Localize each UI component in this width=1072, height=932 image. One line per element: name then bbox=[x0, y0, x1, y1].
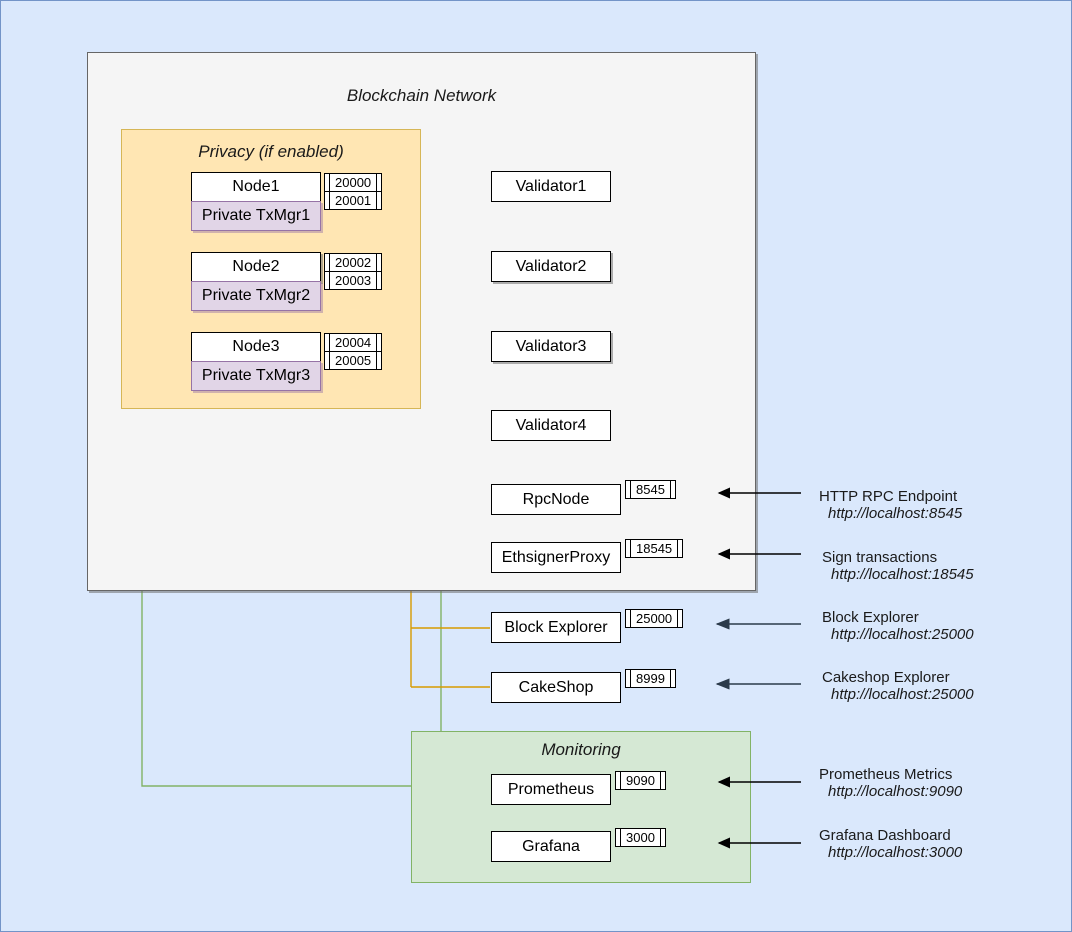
port-badge: 20005 bbox=[324, 351, 383, 370]
validator1-box[interactable]: Validator1 bbox=[491, 171, 611, 202]
privacy-title: Privacy (if enabled) bbox=[198, 142, 344, 161]
node-block-node2[interactable]: Node2 Private TxMgr2 bbox=[191, 252, 321, 311]
port-tab-icon bbox=[376, 173, 383, 192]
annotation-title: Grafana Dashboard bbox=[819, 827, 951, 844]
rpcnode-ports: 8545 bbox=[625, 480, 676, 499]
port-badge: 20001 bbox=[324, 191, 383, 210]
port-tab-icon bbox=[376, 191, 383, 210]
node2-label: Node2 bbox=[191, 252, 321, 282]
port-badge: 3000 bbox=[615, 828, 666, 847]
port-tab-icon bbox=[376, 253, 383, 272]
node1-label: Node1 bbox=[191, 172, 321, 202]
port-tab-icon bbox=[677, 539, 684, 558]
grafana-box[interactable]: Grafana bbox=[491, 831, 611, 862]
annotation-block-explorer: Block Explorer http://localhost:25000 bbox=[822, 609, 974, 643]
node2-txmgr-label: Private TxMgr2 bbox=[191, 281, 321, 311]
annotation-url[interactable]: http://localhost:9090 bbox=[828, 783, 963, 800]
port-tab-icon bbox=[376, 333, 383, 352]
port-tab-icon bbox=[677, 609, 684, 628]
annotation-title: Sign transactions bbox=[822, 549, 938, 566]
annotation-title: HTTP RPC Endpoint bbox=[819, 488, 958, 505]
block-explorer-ports: 25000 bbox=[625, 609, 684, 628]
node3-txmgr-label: Private TxMgr3 bbox=[191, 361, 321, 391]
validator2-box[interactable]: Validator2 bbox=[491, 251, 611, 282]
annotation-grafana-dashboard: Grafana Dashboard http://localhost:3000 bbox=[819, 827, 962, 861]
grafana-ports: 3000 bbox=[615, 828, 666, 847]
annotation-url[interactable]: http://localhost:25000 bbox=[831, 686, 974, 703]
annotation-cakeshop-explorer: Cakeshop Explorer http://localhost:25000 bbox=[822, 669, 974, 703]
node3-label: Node3 bbox=[191, 332, 321, 362]
port-badge: 8545 bbox=[625, 480, 676, 499]
prometheus-ports: 9090 bbox=[615, 771, 666, 790]
ethsignerproxy-box[interactable]: EthsignerProxy bbox=[491, 542, 621, 573]
node2-ports: 20002 20003 bbox=[324, 253, 383, 290]
port-tab-icon bbox=[376, 351, 383, 370]
port-tab-icon bbox=[659, 771, 666, 790]
port-badge: 18545 bbox=[625, 539, 684, 558]
validator3-box[interactable]: Validator3 bbox=[491, 331, 611, 362]
port-tab-icon bbox=[669, 480, 676, 499]
blockchain-network-title: Blockchain Network bbox=[346, 86, 497, 105]
annotation-title: Block Explorer bbox=[822, 609, 919, 626]
annotation-prometheus-metrics: Prometheus Metrics http://localhost:9090 bbox=[819, 766, 962, 800]
block-explorer-box[interactable]: Block Explorer bbox=[491, 612, 621, 643]
annotation-url[interactable]: http://localhost:25000 bbox=[831, 626, 974, 643]
port-tab-icon bbox=[659, 828, 666, 847]
port-badge: 9090 bbox=[615, 771, 666, 790]
node3-ports: 20004 20005 bbox=[324, 333, 383, 370]
validator4-box[interactable]: Validator4 bbox=[491, 410, 611, 441]
cakeshop-ports: 8999 bbox=[625, 669, 676, 688]
port-badge: 20004 bbox=[324, 333, 383, 352]
rpcnode-box[interactable]: RpcNode bbox=[491, 484, 621, 515]
ethsignerproxy-ports: 18545 bbox=[625, 539, 684, 558]
annotation-http-rpc-endpoint: HTTP RPC Endpoint http://localhost:8545 bbox=[819, 488, 962, 522]
node1-ports: 20000 20001 bbox=[324, 173, 383, 210]
node1-txmgr-label: Private TxMgr1 bbox=[191, 201, 321, 231]
prometheus-box[interactable]: Prometheus bbox=[491, 774, 611, 805]
port-tab-icon bbox=[376, 271, 383, 290]
node-block-node3[interactable]: Node3 Private TxMgr3 bbox=[191, 332, 321, 391]
annotation-sign-transactions: Sign transactions http://localhost:18545 bbox=[822, 549, 974, 583]
annotation-title: Prometheus Metrics bbox=[819, 766, 953, 783]
port-tab-icon bbox=[669, 669, 676, 688]
annotation-url[interactable]: http://localhost:8545 bbox=[828, 505, 963, 522]
annotation-url[interactable]: http://localhost:3000 bbox=[828, 844, 963, 861]
node-block-node1[interactable]: Node1 Private TxMgr1 bbox=[191, 172, 321, 231]
port-badge: 20002 bbox=[324, 253, 383, 272]
port-badge: 25000 bbox=[625, 609, 684, 628]
port-badge: 8999 bbox=[625, 669, 676, 688]
port-badge: 20003 bbox=[324, 271, 383, 290]
annotation-title: Cakeshop Explorer bbox=[822, 669, 950, 686]
cakeshop-box[interactable]: CakeShop bbox=[491, 672, 621, 703]
port-badge: 20000 bbox=[324, 173, 383, 192]
monitoring-title: Monitoring bbox=[541, 740, 621, 759]
annotation-url[interactable]: http://localhost:18545 bbox=[831, 566, 974, 583]
